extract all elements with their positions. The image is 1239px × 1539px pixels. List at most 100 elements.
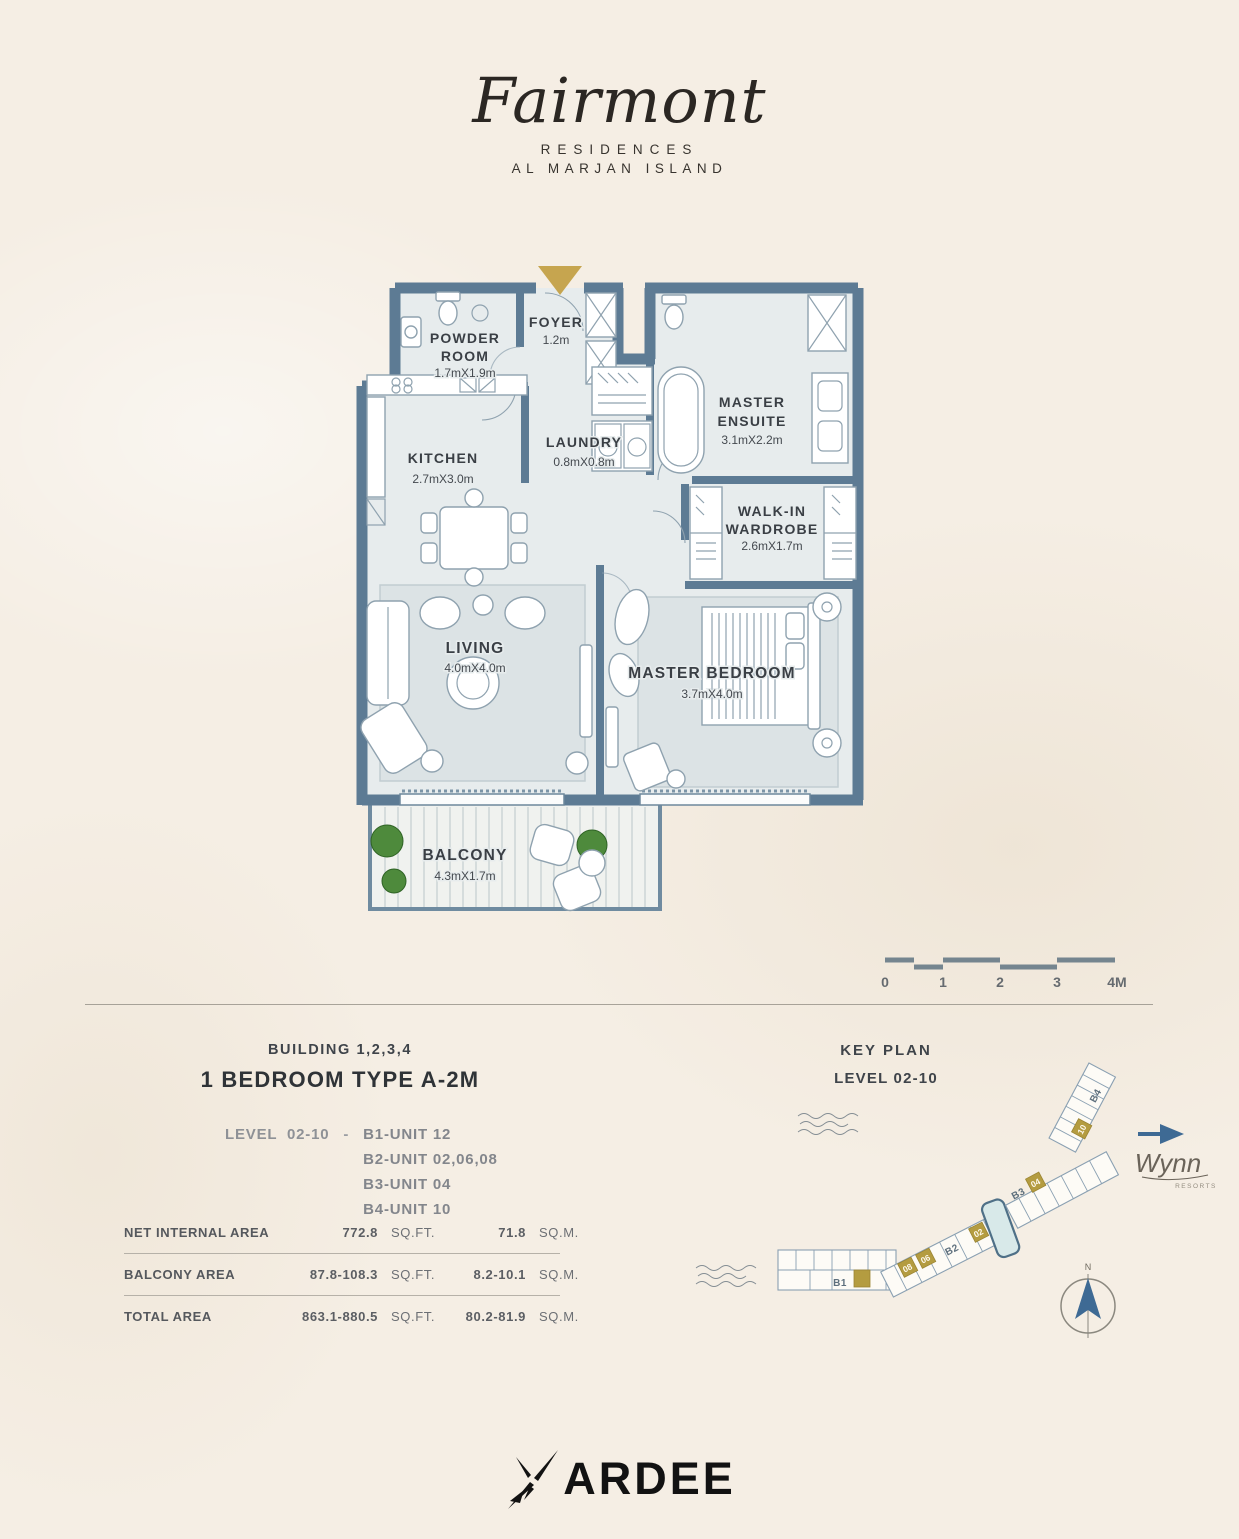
- svg-text:WARDROBE: WARDROBE: [726, 521, 819, 537]
- keyplan-header: KEY PLAN LEVEL 02-10: [780, 1042, 992, 1087]
- scale-tick-1: 1: [939, 974, 947, 990]
- unit-list: B1-UNIT 12 B2-UNIT 02,06,08 B3-UNIT 04 B…: [363, 1126, 498, 1218]
- label-kitchen: KITCHEN 2.7mX3.0m: [406, 449, 479, 488]
- area-sqft-unit: SQ.FT.: [391, 1267, 436, 1282]
- table-row: NET INTERNAL AREA 772.8 SQ.FT. 71.8 SQ.M…: [124, 1212, 578, 1253]
- svg-text:MASTER BEDROOM: MASTER BEDROOM: [628, 665, 796, 682]
- brand-wordmark: Fairmont: [472, 64, 767, 137]
- kitchen-fixtures: [366, 374, 528, 587]
- svg-text:N: N: [1085, 1262, 1092, 1272]
- svg-text:2.7mX3.0m: 2.7mX3.0m: [412, 472, 473, 486]
- area-sqm-value: 80.2-81.9: [465, 1309, 526, 1324]
- svg-text:Wynn: Wynn: [1135, 1148, 1201, 1178]
- svg-text:LAUNDRY: LAUNDRY: [546, 434, 622, 450]
- keyplan-level: LEVEL 02-10: [834, 1070, 938, 1087]
- svg-text:LIVING: LIVING: [446, 640, 505, 657]
- area-row-label: BALCONY AREA: [124, 1267, 236, 1282]
- scale-tick-0: 0: [881, 974, 889, 990]
- bedroom-furniture: [605, 588, 842, 792]
- level-label: LEVEL 02-10: [225, 1126, 330, 1143]
- svg-text:BALCONY: BALCONY: [422, 847, 507, 864]
- svg-text:06: 06: [919, 1252, 932, 1265]
- room-labels: POWDER ROOM 1.7mX1.9m FOYER 1.2m KITCHEN…: [406, 313, 819, 885]
- area-sqm-unit: SQ.M.: [539, 1309, 579, 1324]
- svg-text:KITCHEN: KITCHEN: [408, 450, 479, 466]
- svg-text:02: 02: [972, 1226, 985, 1239]
- table-row: BALCONY AREA 87.8-108.3 SQ.FT. 8.2-10.1 …: [124, 1253, 579, 1295]
- keyplan-map: B1 08 06 02 B2 04 B3 1: [695, 1062, 1217, 1338]
- scale-tick-4: 4M: [1107, 974, 1126, 990]
- wynn-arrow-icon: [1138, 1124, 1184, 1144]
- area-sqft-unit: SQ.FT.: [391, 1309, 436, 1324]
- svg-text:ENSUITE: ENSUITE: [717, 413, 786, 429]
- window-band: [399, 789, 811, 806]
- unit-list-item: B4-UNIT 10: [363, 1201, 452, 1218]
- area-sqm-unit: SQ.M.: [539, 1267, 579, 1282]
- label-laundry: LAUNDRY 0.8mX0.8m: [544, 433, 622, 471]
- svg-text:POWDER: POWDER: [430, 330, 500, 346]
- keyplan-building-b1: B1: [777, 1249, 897, 1291]
- ardee-star-icon: [508, 1450, 559, 1509]
- svg-text:1.7mX1.9m: 1.7mX1.9m: [434, 366, 495, 380]
- developer-name: ARDEE: [563, 1453, 736, 1504]
- svg-text:0.8mX0.8m: 0.8mX0.8m: [553, 455, 614, 469]
- unit-info-header: BUILDING 1,2,3,4 1 BEDROOM TYPE A-2M: [130, 1042, 550, 1093]
- scale-bar: 0 1 2 3 4M: [881, 957, 1127, 990]
- level-separator: -: [343, 1126, 350, 1143]
- svg-text:10: 10: [1075, 1123, 1088, 1136]
- label-powder-room: POWDER ROOM 1.7mX1.9m: [428, 329, 500, 382]
- svg-text:RESORTS: RESORTS: [1175, 1183, 1217, 1190]
- floor-plan: POWDER ROOM 1.7mX1.9m FOYER 1.2m KITCHEN…: [356, 266, 864, 912]
- level-units-block: LEVEL 02-10 - B1-UNIT 12 B2-UNIT 02,06,0…: [225, 1126, 498, 1218]
- area-sqm-value: 8.2-10.1: [473, 1267, 526, 1282]
- living-furniture: [360, 594, 593, 775]
- wardrobe-fixtures: [689, 486, 857, 580]
- area-sqft-value: 87.8-108.3: [309, 1267, 378, 1282]
- svg-text:ROOM: ROOM: [441, 348, 489, 364]
- area-sqft-value: 863.1-880.5: [302, 1309, 378, 1324]
- label-master-ensuite: MASTER ENSUITE 3.1mX2.2m: [716, 393, 787, 449]
- label-master-bedroom: MASTER BEDROOM 3.7mX4.0m: [627, 664, 796, 703]
- label-living: LIVING 4.0mX4.0m: [443, 639, 507, 677]
- area-sqft-value: 772.8: [342, 1225, 378, 1240]
- table-row: TOTAL AREA 863.1-880.5 SQ.FT. 80.2-81.9 …: [124, 1295, 579, 1337]
- balcony-deck: [368, 805, 662, 911]
- developer-logo: ARDEE: [0, 1446, 1239, 1512]
- north-compass: N: [1060, 1262, 1116, 1338]
- unit-list-item: B1-UNIT 12: [363, 1126, 452, 1143]
- building-label: BUILDING 1,2,3,4: [267, 1042, 413, 1058]
- area-table: NET INTERNAL AREA 772.8 SQ.FT. 71.8 SQ.M…: [124, 1212, 579, 1337]
- label-foyer: FOYER 1.2m: [527, 313, 583, 349]
- area-sqm-value: 71.8: [498, 1225, 526, 1240]
- section-divider: [85, 1004, 1153, 1005]
- label-balcony: BALCONY 4.3mX1.7m: [421, 846, 508, 885]
- keyplan-building-b2: 08 06 02 B2: [879, 1212, 1011, 1298]
- wynn-resorts-logo: Wynn RESORTS: [1135, 1124, 1217, 1190]
- svg-text:3.1mX2.2m: 3.1mX2.2m: [721, 433, 782, 447]
- svg-text:4.3mX1.7m: 4.3mX1.7m: [434, 869, 495, 883]
- brand-location: AL MARJAN ISLAND: [511, 161, 728, 176]
- brand-logo: Fairmont RESIDENCES AL MARJAN ISLAND: [0, 64, 1239, 177]
- label-wardrobe: WALK-IN WARDROBE 2.6mX1.7m: [724, 502, 819, 555]
- svg-text:B1: B1: [833, 1278, 847, 1289]
- unit-type-title: 1 BEDROOM TYPE A-2M: [200, 1067, 480, 1092]
- keyplan-title: KEY PLAN: [840, 1042, 932, 1059]
- svg-text:MASTER: MASTER: [719, 394, 785, 410]
- svg-text:4.0mX4.0m: 4.0mX4.0m: [444, 661, 505, 675]
- scale-tick-3: 3: [1053, 974, 1061, 990]
- ensuite-fixtures: [657, 294, 849, 474]
- powder-room-fixtures: [400, 291, 489, 348]
- north-arrow-icon: [1075, 1278, 1101, 1319]
- keyplan-building-b3: 04 B3: [1004, 1151, 1120, 1229]
- unit-list-item: B2-UNIT 02,06,08: [363, 1151, 498, 1168]
- svg-text:FOYER: FOYER: [529, 314, 583, 330]
- svg-text:3.7mX4.0m: 3.7mX4.0m: [681, 687, 742, 701]
- unit-list-item: B3-UNIT 04: [363, 1176, 452, 1193]
- entrance-marker: [538, 266, 582, 295]
- scale-tick-2: 2: [996, 974, 1004, 990]
- exterior-walls: [356, 282, 864, 806]
- keyplan-highlighted-unit: [980, 1198, 1021, 1259]
- svg-text:2.6mX1.7m: 2.6mX1.7m: [741, 539, 802, 553]
- balcony-furniture: [370, 823, 608, 912]
